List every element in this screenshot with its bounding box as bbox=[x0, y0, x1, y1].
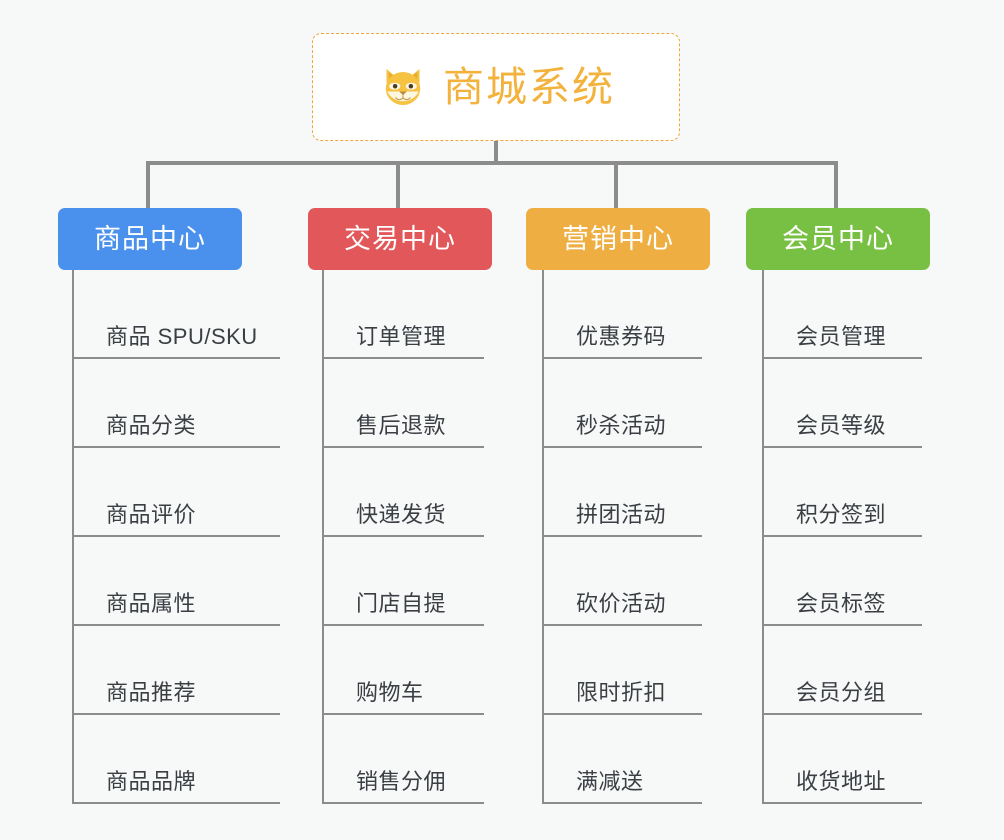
root-node[interactable]: 商城系统 bbox=[312, 33, 680, 141]
leaf-spine bbox=[762, 270, 764, 804]
leaf-item-label: 快递发货 bbox=[356, 502, 447, 527]
leaf-item-label: 门店自提 bbox=[356, 591, 447, 616]
leaf-item[interactable]: 商品品牌 bbox=[72, 715, 280, 804]
leaf-item-label: 购物车 bbox=[356, 680, 424, 705]
category-box-4[interactable]: 会员中心 bbox=[746, 208, 930, 270]
leaf-spine bbox=[72, 270, 74, 804]
leaf-item[interactable]: 拼团活动 bbox=[542, 448, 702, 537]
leaf-item-label: 拼团活动 bbox=[576, 502, 667, 527]
leaf-item[interactable]: 订单管理 bbox=[322, 270, 484, 359]
leaf-item[interactable]: 砍价活动 bbox=[542, 537, 702, 626]
leaf-item-label: 会员管理 bbox=[796, 324, 887, 349]
leaf-column-4: 会员管理会员等级积分签到会员标签会员分组收货地址 bbox=[762, 270, 922, 804]
category-box-2[interactable]: 交易中心 bbox=[308, 208, 492, 270]
leaf-item-label: 商品 SPU/SKU bbox=[106, 324, 258, 349]
leaf-item[interactable]: 商品评价 bbox=[72, 448, 280, 537]
connector-root-stem bbox=[494, 141, 498, 165]
leaf-spine bbox=[322, 270, 324, 804]
leaf-item-label: 优惠券码 bbox=[576, 324, 667, 349]
connector-horizontal-bus bbox=[150, 161, 838, 165]
leaf-item[interactable]: 门店自提 bbox=[322, 537, 484, 626]
leaf-item[interactable]: 商品推荐 bbox=[72, 626, 280, 715]
leaf-item-label: 售后退款 bbox=[356, 413, 447, 438]
category-box-3[interactable]: 营销中心 bbox=[526, 208, 710, 270]
leaf-item-label: 商品分类 bbox=[106, 413, 197, 438]
leaf-item[interactable]: 商品分类 bbox=[72, 359, 280, 448]
leaf-item-label: 销售分佣 bbox=[356, 769, 447, 794]
leaf-item-label: 砍价活动 bbox=[576, 591, 667, 616]
leaf-item[interactable]: 限时折扣 bbox=[542, 626, 702, 715]
leaf-item-label: 积分签到 bbox=[796, 502, 887, 527]
shiba-dog-face-icon bbox=[385, 69, 421, 105]
leaf-item-label: 会员分组 bbox=[796, 680, 887, 705]
leaf-spine bbox=[542, 270, 544, 804]
leaf-column-1: 商品 SPU/SKU 商品分类商品评价商品属性商品推荐商品品牌 bbox=[72, 270, 280, 804]
leaf-item-label: 收货地址 bbox=[796, 769, 887, 794]
leaf-item-label: 订单管理 bbox=[356, 324, 447, 349]
leaf-item[interactable]: 商品属性 bbox=[72, 537, 280, 626]
leaf-item[interactable]: 优惠券码 bbox=[542, 270, 702, 359]
connector-branch-stem-2 bbox=[396, 161, 400, 208]
leaf-item-label: 会员等级 bbox=[796, 413, 887, 438]
connector-branch-stem-1 bbox=[146, 161, 150, 208]
leaf-item-label: 限时折扣 bbox=[576, 680, 667, 705]
category-box-1[interactable]: 商品中心 bbox=[58, 208, 242, 270]
leaf-item[interactable]: 会员等级 bbox=[762, 359, 922, 448]
connector-branch-stem-3 bbox=[614, 161, 618, 208]
leaf-item-label: 秒杀活动 bbox=[576, 413, 667, 438]
leaf-item[interactable]: 销售分佣 bbox=[322, 715, 484, 804]
leaf-item[interactable]: 会员管理 bbox=[762, 270, 922, 359]
leaf-item[interactable]: 商品 SPU/SKU bbox=[72, 270, 280, 359]
category-label: 商品中心 bbox=[94, 223, 206, 254]
root-label: 商城系统 bbox=[443, 63, 615, 110]
leaf-item-label: 商品评价 bbox=[106, 502, 197, 527]
leaf-item[interactable]: 积分签到 bbox=[762, 448, 922, 537]
leaf-column-3: 优惠券码秒杀活动拼团活动砍价活动限时折扣满减送 bbox=[542, 270, 702, 804]
leaf-item-label: 商品推荐 bbox=[106, 680, 197, 705]
category-label: 交易中心 bbox=[344, 223, 456, 254]
category-label: 营销中心 bbox=[562, 223, 674, 254]
leaf-item[interactable]: 秒杀活动 bbox=[542, 359, 702, 448]
leaf-item[interactable]: 购物车 bbox=[322, 626, 484, 715]
category-label: 会员中心 bbox=[782, 223, 894, 254]
leaf-item-label: 商品属性 bbox=[106, 591, 197, 616]
leaf-item[interactable]: 售后退款 bbox=[322, 359, 484, 448]
leaf-item-label: 满减送 bbox=[576, 769, 644, 794]
connector-branch-stem-4 bbox=[834, 161, 838, 208]
leaf-item[interactable]: 会员分组 bbox=[762, 626, 922, 715]
leaf-item[interactable]: 满减送 bbox=[542, 715, 702, 804]
leaf-item[interactable]: 收货地址 bbox=[762, 715, 922, 804]
leaf-item-label: 会员标签 bbox=[796, 591, 887, 616]
leaf-item[interactable]: 会员标签 bbox=[762, 537, 922, 626]
leaf-column-2: 订单管理售后退款快递发货门店自提购物车销售分佣 bbox=[322, 270, 484, 804]
leaf-item-label: 商品品牌 bbox=[106, 769, 197, 794]
leaf-item[interactable]: 快递发货 bbox=[322, 448, 484, 537]
